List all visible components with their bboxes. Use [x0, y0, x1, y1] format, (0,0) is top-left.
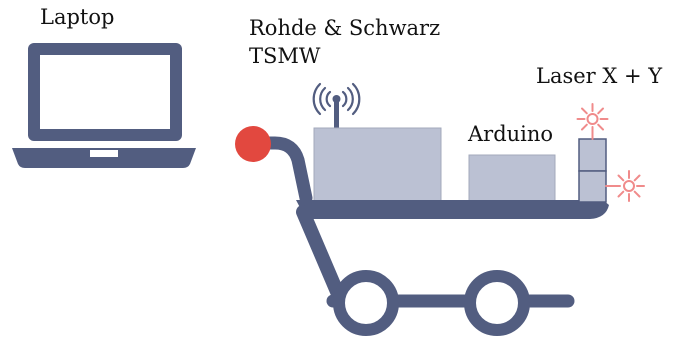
receiver-box: [313, 127, 442, 204]
laser-x-module: [578, 138, 607, 172]
laser-label: Laser X + Y: [536, 64, 663, 88]
laser-y-beam-icon: [605, 170, 645, 202]
rear-wheel: [464, 270, 530, 336]
arduino-box: [468, 154, 556, 204]
laptop-label: Laptop: [40, 5, 114, 29]
handle-ball: [235, 126, 271, 162]
laptop-icon: [12, 43, 196, 168]
front-wheel: [333, 270, 399, 336]
receiver-label-line2: TSMW: [249, 44, 321, 68]
receiver-label-line1: Rohde & Schwarz: [249, 16, 440, 40]
laser-y-module: [578, 170, 607, 203]
arduino-label: Arduino: [467, 122, 553, 146]
antenna-icon: [312, 82, 361, 129]
laser-x-beam-icon: [576, 103, 609, 140]
